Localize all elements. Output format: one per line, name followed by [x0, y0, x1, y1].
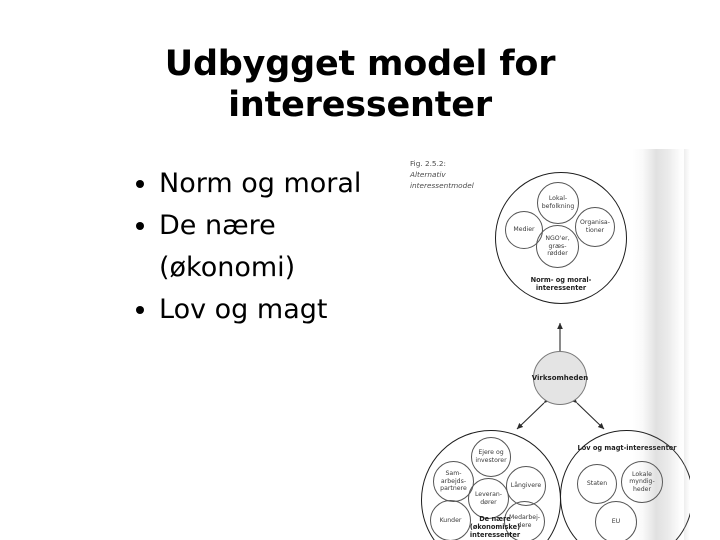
node-leverandoerer: Leveran- dører — [468, 478, 509, 519]
bullet-dot-icon — [136, 222, 144, 230]
node-medarbejdere: Medarbej- dere — [504, 501, 545, 540]
node-kunder: Kunder — [430, 500, 471, 540]
arrow-center-to-de-naere — [516, 396, 551, 430]
group-label-de-naere: De nære (økonomiske) interessenter — [469, 515, 521, 540]
bullet-dot-icon — [136, 180, 144, 188]
bullet-item-lov-og-magt: Lov og magt — [130, 289, 430, 331]
node-eu: EU — [595, 501, 637, 540]
bullet-label: Lov og magt — [159, 294, 328, 325]
arrow-center-to-lov-og-magt — [570, 396, 605, 430]
node-lokalbefolkning: Lokal- befolkning — [537, 182, 579, 224]
node-organisationer: Organisa- tioner — [575, 207, 615, 247]
bullet-list: Norm og moral De nære (økonomi) Lov og m… — [130, 163, 430, 331]
bullet-item-norm-og-moral: Norm og moral — [130, 163, 430, 205]
bullet-label-continued: (økonomi) — [159, 252, 296, 283]
bullet-dot-icon — [136, 306, 144, 314]
node-staten: Staten — [577, 464, 617, 504]
node-langivere: Långivere — [506, 466, 546, 506]
figure-caption-title-line1: Alternativ — [410, 170, 446, 179]
figure-caption-title-line2: interessentmodel — [410, 181, 474, 190]
group-label-lov-og-magt: Lov og magt-interessenter — [577, 444, 677, 452]
slide-title: Udbygget model for interessenter — [164, 44, 556, 125]
bullet-label: De nære — [159, 210, 276, 241]
scanned-figure-image: Fig. 2.5.2: Alternativ interessentmodel … — [405, 149, 690, 540]
figure-caption: Fig. 2.5.2: Alternativ interessentmodel — [410, 158, 488, 191]
center-node-virksomheden: Virksomheden — [532, 351, 588, 405]
bullet-item-de-naere: De nære (økonomi) — [130, 205, 430, 289]
group-label-norm-og-moral: Norm- og moral- interessenter — [530, 276, 592, 293]
figure-caption-number: Fig. 2.5.2: — [410, 159, 446, 168]
group-circle-lov-og-magt — [560, 430, 690, 540]
node-lokale-myndigheder: Lokale myndig- heder — [621, 461, 663, 503]
node-ngoer-graesroedder: NGO'er, græs- rødder — [536, 225, 579, 268]
bullet-label: Norm og moral — [159, 168, 362, 199]
group-circle-norm-og-moral — [495, 172, 627, 304]
node-ejere-og-investorer: Ejere og investorer — [471, 437, 511, 477]
